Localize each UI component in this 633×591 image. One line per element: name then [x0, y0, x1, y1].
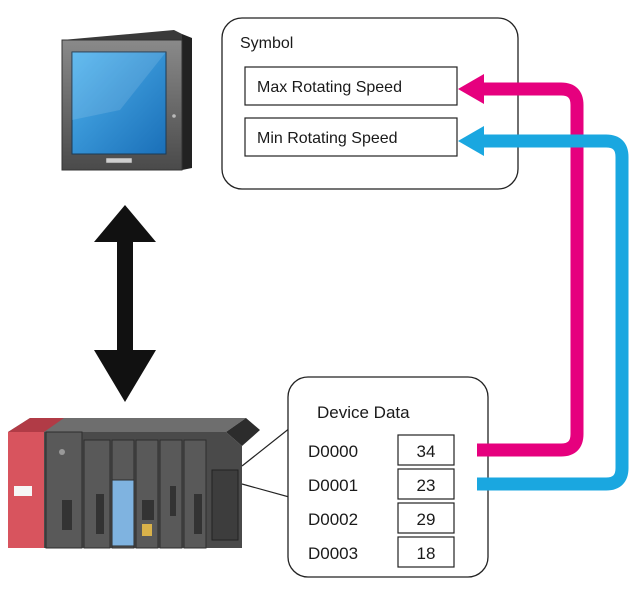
- max-speed-link-line: [477, 82, 584, 457]
- device-address: D0002: [308, 510, 358, 529]
- symbol-item-box: [244, 66, 458, 106]
- min-speed-link-line: [477, 134, 629, 491]
- hmi-touch-panel-icon: [61, 30, 192, 171]
- plc-rack-icon: [8, 418, 260, 549]
- device-value-box: [397, 502, 455, 534]
- device-address: D0003: [308, 544, 358, 563]
- device-value-box: [397, 468, 455, 500]
- device-value-box: [397, 434, 455, 466]
- device-value-box: [397, 536, 455, 568]
- min-speed-link-arrowhead: [458, 126, 484, 156]
- device-address: D0000: [308, 442, 358, 461]
- symbol-item-box: [244, 117, 458, 157]
- symbol-item-label: Max Rotating Speed: [257, 79, 402, 96]
- double-headed-arrow-icon: [94, 205, 156, 402]
- device-value: 18: [417, 544, 436, 563]
- device-value: 34: [417, 442, 436, 461]
- device-value: 29: [417, 510, 436, 529]
- device-data-title: Device Data: [317, 403, 410, 422]
- device-address: D0001: [308, 476, 358, 495]
- symbol-panel-title: Symbol: [240, 35, 293, 52]
- symbol-item-label: Min Rotating Speed: [257, 130, 398, 147]
- max-speed-link-arrowhead: [458, 74, 484, 104]
- device-value: 23: [417, 476, 436, 495]
